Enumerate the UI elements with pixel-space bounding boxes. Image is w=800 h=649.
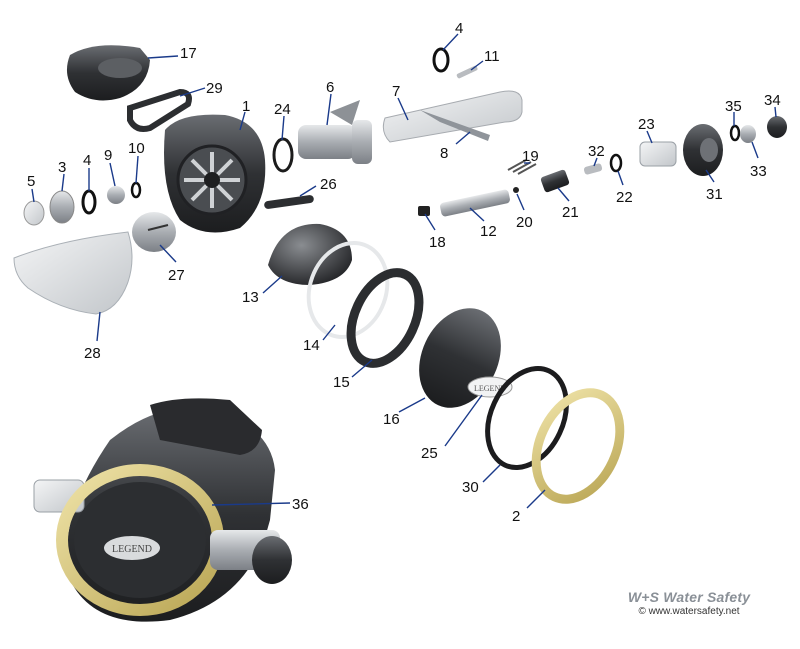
part-9-fitting (107, 186, 125, 204)
part-26-spring-bar (264, 195, 314, 209)
part-21-poppet (540, 169, 570, 193)
part-6-valve-body (298, 125, 356, 159)
label-10: 10 (128, 140, 145, 157)
part-23-orifice (639, 141, 677, 167)
part-30-ring (485, 365, 569, 471)
label-27: 27 (168, 267, 185, 284)
part-13-diaphragm (268, 223, 352, 285)
part-15-cage (346, 268, 424, 368)
label-18: 18 (429, 234, 446, 251)
label-34: 34 (764, 92, 781, 109)
part-36-assembled-regulator: LEGEND (33, 398, 292, 622)
label-13: 13 (242, 289, 259, 306)
badge-legend-text: LEGEND (474, 384, 506, 393)
part-35-oring (729, 124, 741, 142)
label-11: 11 (484, 48, 500, 65)
part-24-oring (272, 137, 294, 173)
label-4-top: 4 (455, 20, 463, 37)
label-17: 17 (180, 45, 197, 62)
part-22-oring (609, 153, 623, 173)
label-4-left: 4 (83, 152, 91, 169)
part-10-oring (130, 181, 142, 199)
part-4-oring-left (81, 189, 97, 215)
label-30: 30 (462, 479, 479, 496)
label-21: 21 (562, 204, 579, 221)
label-2: 2 (512, 508, 520, 525)
regulator-legend-text: LEGEND (112, 544, 152, 555)
label-25: 25 (421, 445, 438, 462)
label-22: 22 (616, 189, 633, 206)
brand-name: W+S Water Safety (627, 589, 751, 605)
label-9: 9 (104, 147, 112, 164)
label-36: 36 (292, 496, 309, 513)
part-8-lever (420, 110, 490, 141)
label-32: 32 (588, 143, 605, 160)
label-14: 14 (303, 337, 320, 354)
part-29-gasket (127, 88, 192, 132)
part-34-cap (767, 116, 787, 138)
label-6: 6 (326, 79, 334, 96)
parts-artwork: LEGEND LEGEND (13, 45, 787, 622)
label-12: 12 (480, 223, 497, 240)
label-15: 15 (333, 374, 350, 391)
label-24: 24 (274, 101, 291, 118)
label-35: 35 (725, 98, 742, 115)
part-5-washer (23, 200, 45, 226)
label-5: 5 (27, 173, 35, 190)
label-8: 8 (440, 145, 448, 162)
label-7: 7 (392, 83, 400, 100)
label-19: 19 (522, 148, 539, 165)
label-33: 33 (750, 163, 767, 180)
label-20: 20 (516, 214, 533, 231)
label-23: 23 (638, 116, 655, 133)
label-3: 3 (58, 159, 66, 176)
label-1: 1 (242, 98, 250, 115)
part-28-deflector (13, 231, 133, 315)
part-14-ring (306, 241, 390, 339)
part-33-nut (740, 125, 756, 143)
part-3-bushing (49, 190, 75, 224)
brand-url: © www.watersafety.net (638, 606, 740, 617)
part-12-stem (440, 189, 510, 217)
part-18-nut (418, 206, 430, 216)
label-29: 29 (206, 80, 223, 97)
part-4-oring-top (432, 47, 450, 73)
leader-lines (31, 33, 777, 509)
label-28: 28 (84, 345, 101, 362)
part-7-tube (382, 90, 523, 143)
label-16: 16 (383, 411, 400, 428)
part-32-seat (583, 163, 603, 175)
part-2-brass-ring (531, 388, 625, 504)
label-26: 26 (320, 176, 337, 193)
part-20-ball (513, 187, 519, 193)
part-27-disc (132, 212, 176, 252)
part-number-labels: 17 4 11 29 1 24 6 7 8 19 32 23 35 34 33 … (27, 20, 781, 525)
label-31: 31 (706, 186, 723, 203)
brand-watermark: W+S Water Safety © www.watersafety.net (614, 589, 764, 617)
